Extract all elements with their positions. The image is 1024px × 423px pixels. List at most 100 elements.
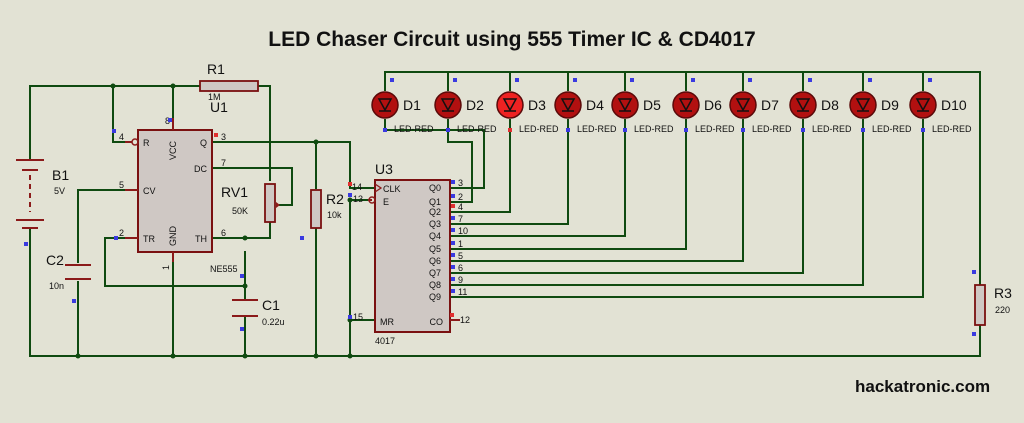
u3-pin-q1: 2 — [458, 192, 463, 202]
u3-pin-q0: 3 — [458, 178, 463, 188]
b1-ref: B1 — [52, 167, 69, 183]
u3-label-q5: Q5 — [429, 244, 441, 254]
led-ref: D10 — [941, 97, 967, 113]
led-ref: D6 — [704, 97, 722, 113]
u3-label-q6: Q6 — [429, 256, 441, 266]
diode-symbol-icon — [915, 98, 931, 112]
u1-pin-8: 8 — [165, 116, 170, 126]
wire-th-pot — [211, 219, 271, 239]
u1-label-dc: DC — [194, 164, 207, 174]
u1-label-cv: CV — [143, 186, 156, 196]
led-type: LED-RED — [812, 124, 852, 134]
u3-label-co: CO — [430, 317, 444, 327]
battery-b1: B1 5V — [16, 159, 69, 229]
wire-d10 — [449, 119, 924, 298]
wire-led-rail — [384, 71, 981, 286]
u3-part: 4017 — [375, 336, 395, 346]
u3-pin-clk: 14 — [352, 182, 362, 192]
wire-cv-c2 — [77, 189, 126, 357]
led-type: LED-RED — [457, 124, 497, 134]
wire-d2 — [447, 119, 473, 203]
r2-ref: R2 — [326, 191, 344, 207]
u3-pin-q4: 10 — [458, 226, 468, 236]
u3-label-q1: Q1 — [429, 197, 441, 207]
led-type: LED-RED — [394, 124, 434, 134]
led-type: LED-RED — [519, 124, 559, 134]
led-body-icon — [371, 91, 399, 119]
wires — [29, 71, 981, 357]
led-type: LED-RED — [752, 124, 792, 134]
led-type: LED-RED — [695, 124, 735, 134]
wire-d5 — [449, 119, 626, 237]
u1-part: NE555 — [210, 264, 238, 274]
u3-pin-q7: 6 — [458, 263, 463, 273]
wire-d3 — [449, 119, 511, 213]
u1-pin-2: 2 — [119, 228, 124, 238]
resistor-r2: R2 10k — [310, 189, 344, 229]
u3-label-q3: Q3 — [429, 219, 441, 229]
pin-markers — [24, 118, 976, 336]
led-body-icon — [849, 91, 877, 119]
u3-label-q9: Q9 — [429, 292, 441, 302]
u3-label-e: E — [383, 197, 389, 207]
u3-output-q8: Q8 9 — [429, 275, 463, 290]
u3-label-q4: Q4 — [429, 231, 441, 241]
c1-value: 0.22u — [262, 317, 285, 327]
u3-pin-e: 13 — [353, 194, 363, 204]
u1-label-tr: TR — [143, 234, 155, 244]
u1-label-r: R — [143, 138, 150, 148]
u1-pin-1: 1 — [161, 265, 171, 270]
b1-value: 5V — [54, 186, 65, 196]
led-body-icon — [611, 91, 639, 119]
wire-ground-rail — [29, 324, 981, 357]
wire-dc-wiper — [211, 167, 293, 206]
u1-label-th: TH — [195, 234, 207, 244]
u3-pin-q8: 9 — [458, 275, 463, 285]
r1-ref: R1 — [207, 61, 225, 77]
diode-symbol-icon — [377, 98, 393, 112]
u1-pin-5: 5 — [119, 180, 124, 190]
led-body-icon — [554, 91, 582, 119]
diode-symbol-icon — [795, 98, 811, 112]
resistor-r1: R1 1M — [199, 61, 259, 102]
wire-q-clk — [211, 141, 376, 189]
capacitor-c1: C1 0.22u — [232, 297, 285, 327]
c2-value: 10n — [49, 281, 64, 291]
led-body-icon — [672, 91, 700, 119]
u3-label-q8: Q8 — [429, 280, 441, 290]
led-body-icon — [909, 91, 937, 119]
led-type: LED-RED — [932, 124, 972, 134]
c1-ref: C1 — [262, 297, 280, 313]
u1-label-q: Q — [200, 138, 207, 148]
led-type: LED-RED — [872, 124, 912, 134]
potentiometer-rv1: RV1 50K — [221, 183, 280, 223]
u3-output-q4: Q4 10 — [429, 226, 468, 241]
led-body-icon — [496, 91, 524, 119]
diagram-title: LED Chaser Circuit using 555 Timer IC & … — [268, 28, 755, 51]
rv1-value: 50K — [232, 206, 248, 216]
resistor-r3: R3 220 — [974, 284, 1012, 326]
u3-label-q2: Q2 — [429, 207, 441, 217]
wire-d7 — [449, 119, 744, 262]
c2-ref: C2 — [46, 252, 64, 268]
diode-symbol-icon — [735, 98, 751, 112]
r3-ref: R3 — [994, 285, 1012, 301]
led-ref: D9 — [881, 97, 899, 113]
rv1-ref: RV1 — [221, 184, 248, 200]
led-ref: D3 — [528, 97, 546, 113]
wire-d4 — [449, 119, 569, 225]
led-ref: D5 — [643, 97, 661, 113]
